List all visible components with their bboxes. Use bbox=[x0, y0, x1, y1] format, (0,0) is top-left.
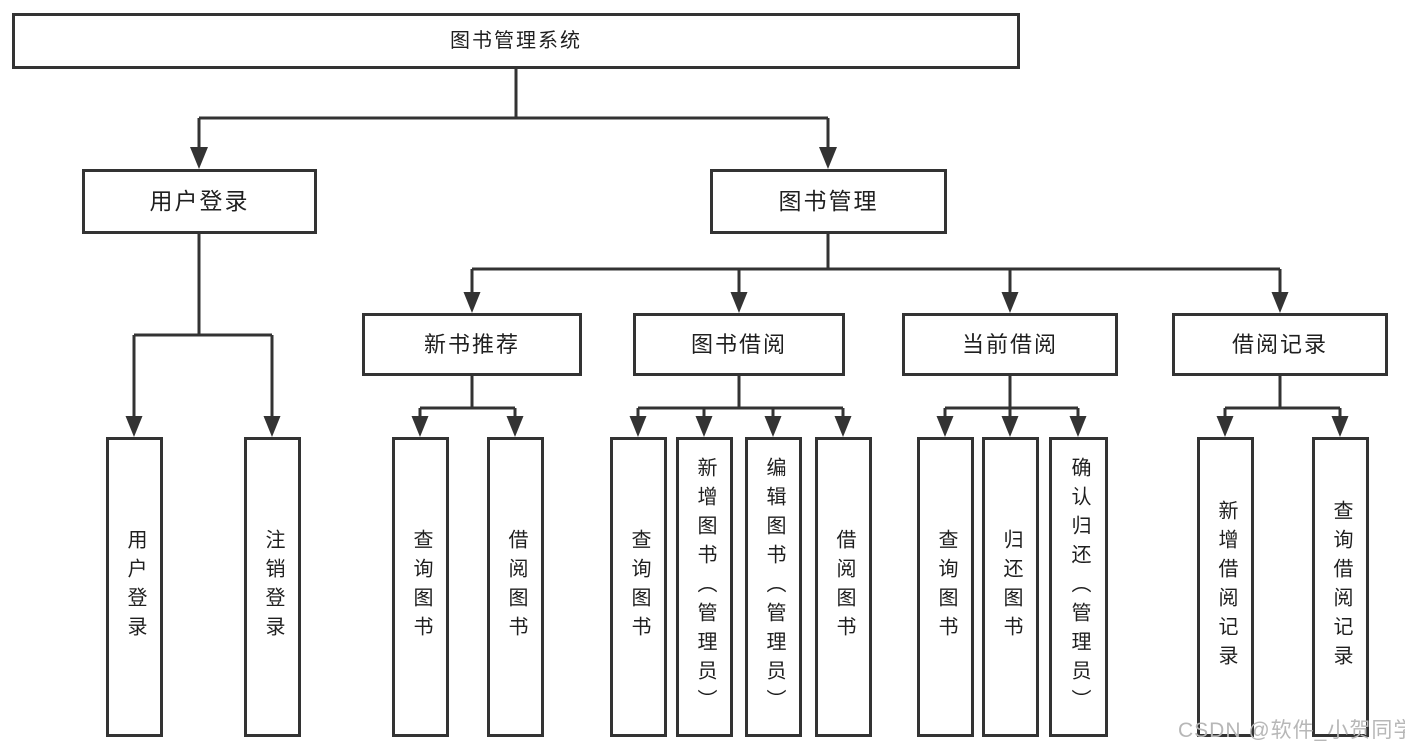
leaf-query-books-recommend: 查询图书 bbox=[392, 437, 449, 737]
leaf-user-login: 用户登录 bbox=[106, 437, 163, 737]
node-label: 借阅图书 bbox=[833, 529, 855, 645]
node-label: 查询图书 bbox=[935, 529, 957, 645]
node-label: 借阅记录 bbox=[1231, 331, 1328, 357]
node-label: 确认归还（管理员） bbox=[1068, 456, 1090, 718]
leaf-edit-books-admin: 编辑图书（管理员） bbox=[745, 437, 802, 737]
node-book-borrowing: 图书借阅 bbox=[633, 313, 845, 376]
leaf-query-books-current: 查询图书 bbox=[917, 437, 974, 737]
node-current-borrowing: 当前借阅 bbox=[902, 313, 1118, 376]
leaf-add-borrow-record: 新增借阅记录 bbox=[1197, 437, 1254, 737]
node-label: 注销登录 bbox=[262, 529, 284, 645]
node-borrowing-records: 借阅记录 bbox=[1172, 313, 1388, 376]
leaf-confirm-return-admin: 确认归还（管理员） bbox=[1049, 437, 1108, 737]
leaf-logout: 注销登录 bbox=[244, 437, 301, 737]
node-label: 新增图书（管理员） bbox=[694, 456, 716, 718]
leaf-return-books: 归还图书 bbox=[982, 437, 1039, 737]
node-label: 图书管理 bbox=[778, 188, 879, 214]
node-label: 查询图书 bbox=[628, 529, 650, 645]
node-label: 查询借阅记录 bbox=[1330, 500, 1352, 674]
leaf-query-books-borrowing: 查询图书 bbox=[610, 437, 667, 737]
node-new-book-recommendation: 新书推荐 bbox=[362, 313, 582, 376]
node-label: 用户登录 bbox=[149, 188, 250, 214]
node-label: 图书管理系统 bbox=[450, 30, 582, 52]
node-label: 编辑图书（管理员） bbox=[763, 456, 785, 718]
node-label: 当前借阅 bbox=[961, 331, 1058, 357]
node-label: 借阅图书 bbox=[505, 529, 527, 645]
node-user-login: 用户登录 bbox=[82, 169, 317, 234]
leaf-borrow-books: 借阅图书 bbox=[815, 437, 872, 737]
node-label: 归还图书 bbox=[1000, 529, 1022, 645]
node-book-management: 图书管理 bbox=[710, 169, 947, 234]
node-label: 图书借阅 bbox=[690, 331, 787, 357]
node-label: 用户登录 bbox=[124, 529, 146, 645]
node-label: 新增借阅记录 bbox=[1215, 500, 1237, 674]
leaf-query-borrow-record: 查询借阅记录 bbox=[1312, 437, 1369, 737]
node-label: 查询图书 bbox=[410, 529, 432, 645]
leaf-borrow-books-recommend: 借阅图书 bbox=[487, 437, 544, 737]
node-label: 新书推荐 bbox=[423, 331, 520, 357]
leaf-add-books-admin: 新增图书（管理员） bbox=[676, 437, 733, 737]
csdn-watermark: CSDN @软件_小贺同学 bbox=[1178, 719, 1405, 742]
node-library-management-system: 图书管理系统 bbox=[12, 13, 1020, 69]
